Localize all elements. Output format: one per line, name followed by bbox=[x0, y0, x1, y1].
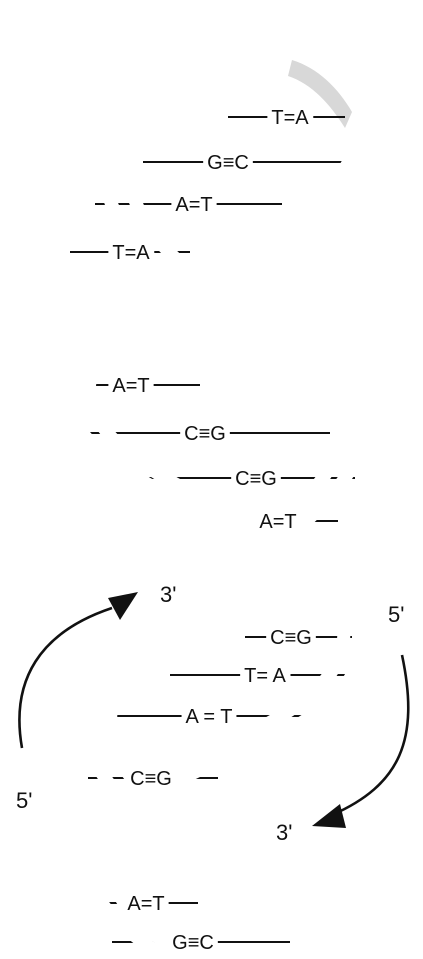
base-pair-text: A=T bbox=[259, 511, 296, 533]
base-pair-text: C≡G bbox=[130, 768, 172, 790]
base-pair-rungs bbox=[70, 117, 355, 942]
base-pair-text: G≡C bbox=[172, 932, 214, 954]
base-pair-label: A=T bbox=[108, 374, 153, 398]
base-pair-label: A = T bbox=[182, 705, 237, 729]
base-pair-text: T= A bbox=[244, 665, 286, 687]
base-pair-label: A=T bbox=[171, 193, 216, 217]
right-strand-start-label: 5' bbox=[388, 602, 404, 627]
base-pair-text: A = T bbox=[186, 706, 233, 728]
arrowhead-icon bbox=[312, 804, 346, 828]
base-pair-text: C≡G bbox=[270, 627, 312, 649]
left-strand-end-label: 5' bbox=[16, 788, 32, 813]
base-pair-text: C≡G bbox=[184, 423, 226, 445]
base-pair-text: A=T bbox=[112, 375, 149, 397]
base-pair-label: A=T bbox=[123, 892, 168, 916]
base-pair-text: A=T bbox=[127, 893, 164, 915]
base-pair-label: T=A bbox=[108, 241, 154, 265]
base-pair-label: G≡C bbox=[203, 151, 253, 175]
base-pair-label: C≡G bbox=[180, 422, 230, 446]
right-strand-end-label: 3' bbox=[276, 820, 292, 845]
base-pair-label: A=T bbox=[255, 510, 300, 534]
base-pair-label: T=A bbox=[267, 106, 313, 130]
base-pair-label: T= A bbox=[240, 664, 290, 688]
arrowhead-icon bbox=[108, 592, 138, 620]
left-strand-start-label: 3' bbox=[160, 582, 176, 607]
base-pair-text: T=A bbox=[271, 107, 309, 129]
base-pair-text: T=A bbox=[112, 242, 150, 264]
base-pair-label: C≡G bbox=[231, 467, 281, 491]
base-pair-label: C≡G bbox=[126, 767, 176, 791]
base-pair-text: A=T bbox=[175, 194, 212, 216]
base-pair-text: G≡C bbox=[207, 152, 249, 174]
base-pair-text: C≡G bbox=[235, 468, 277, 490]
base-pair-label: G≡C bbox=[168, 931, 218, 955]
base-pair-label: C≡G bbox=[266, 626, 316, 650]
